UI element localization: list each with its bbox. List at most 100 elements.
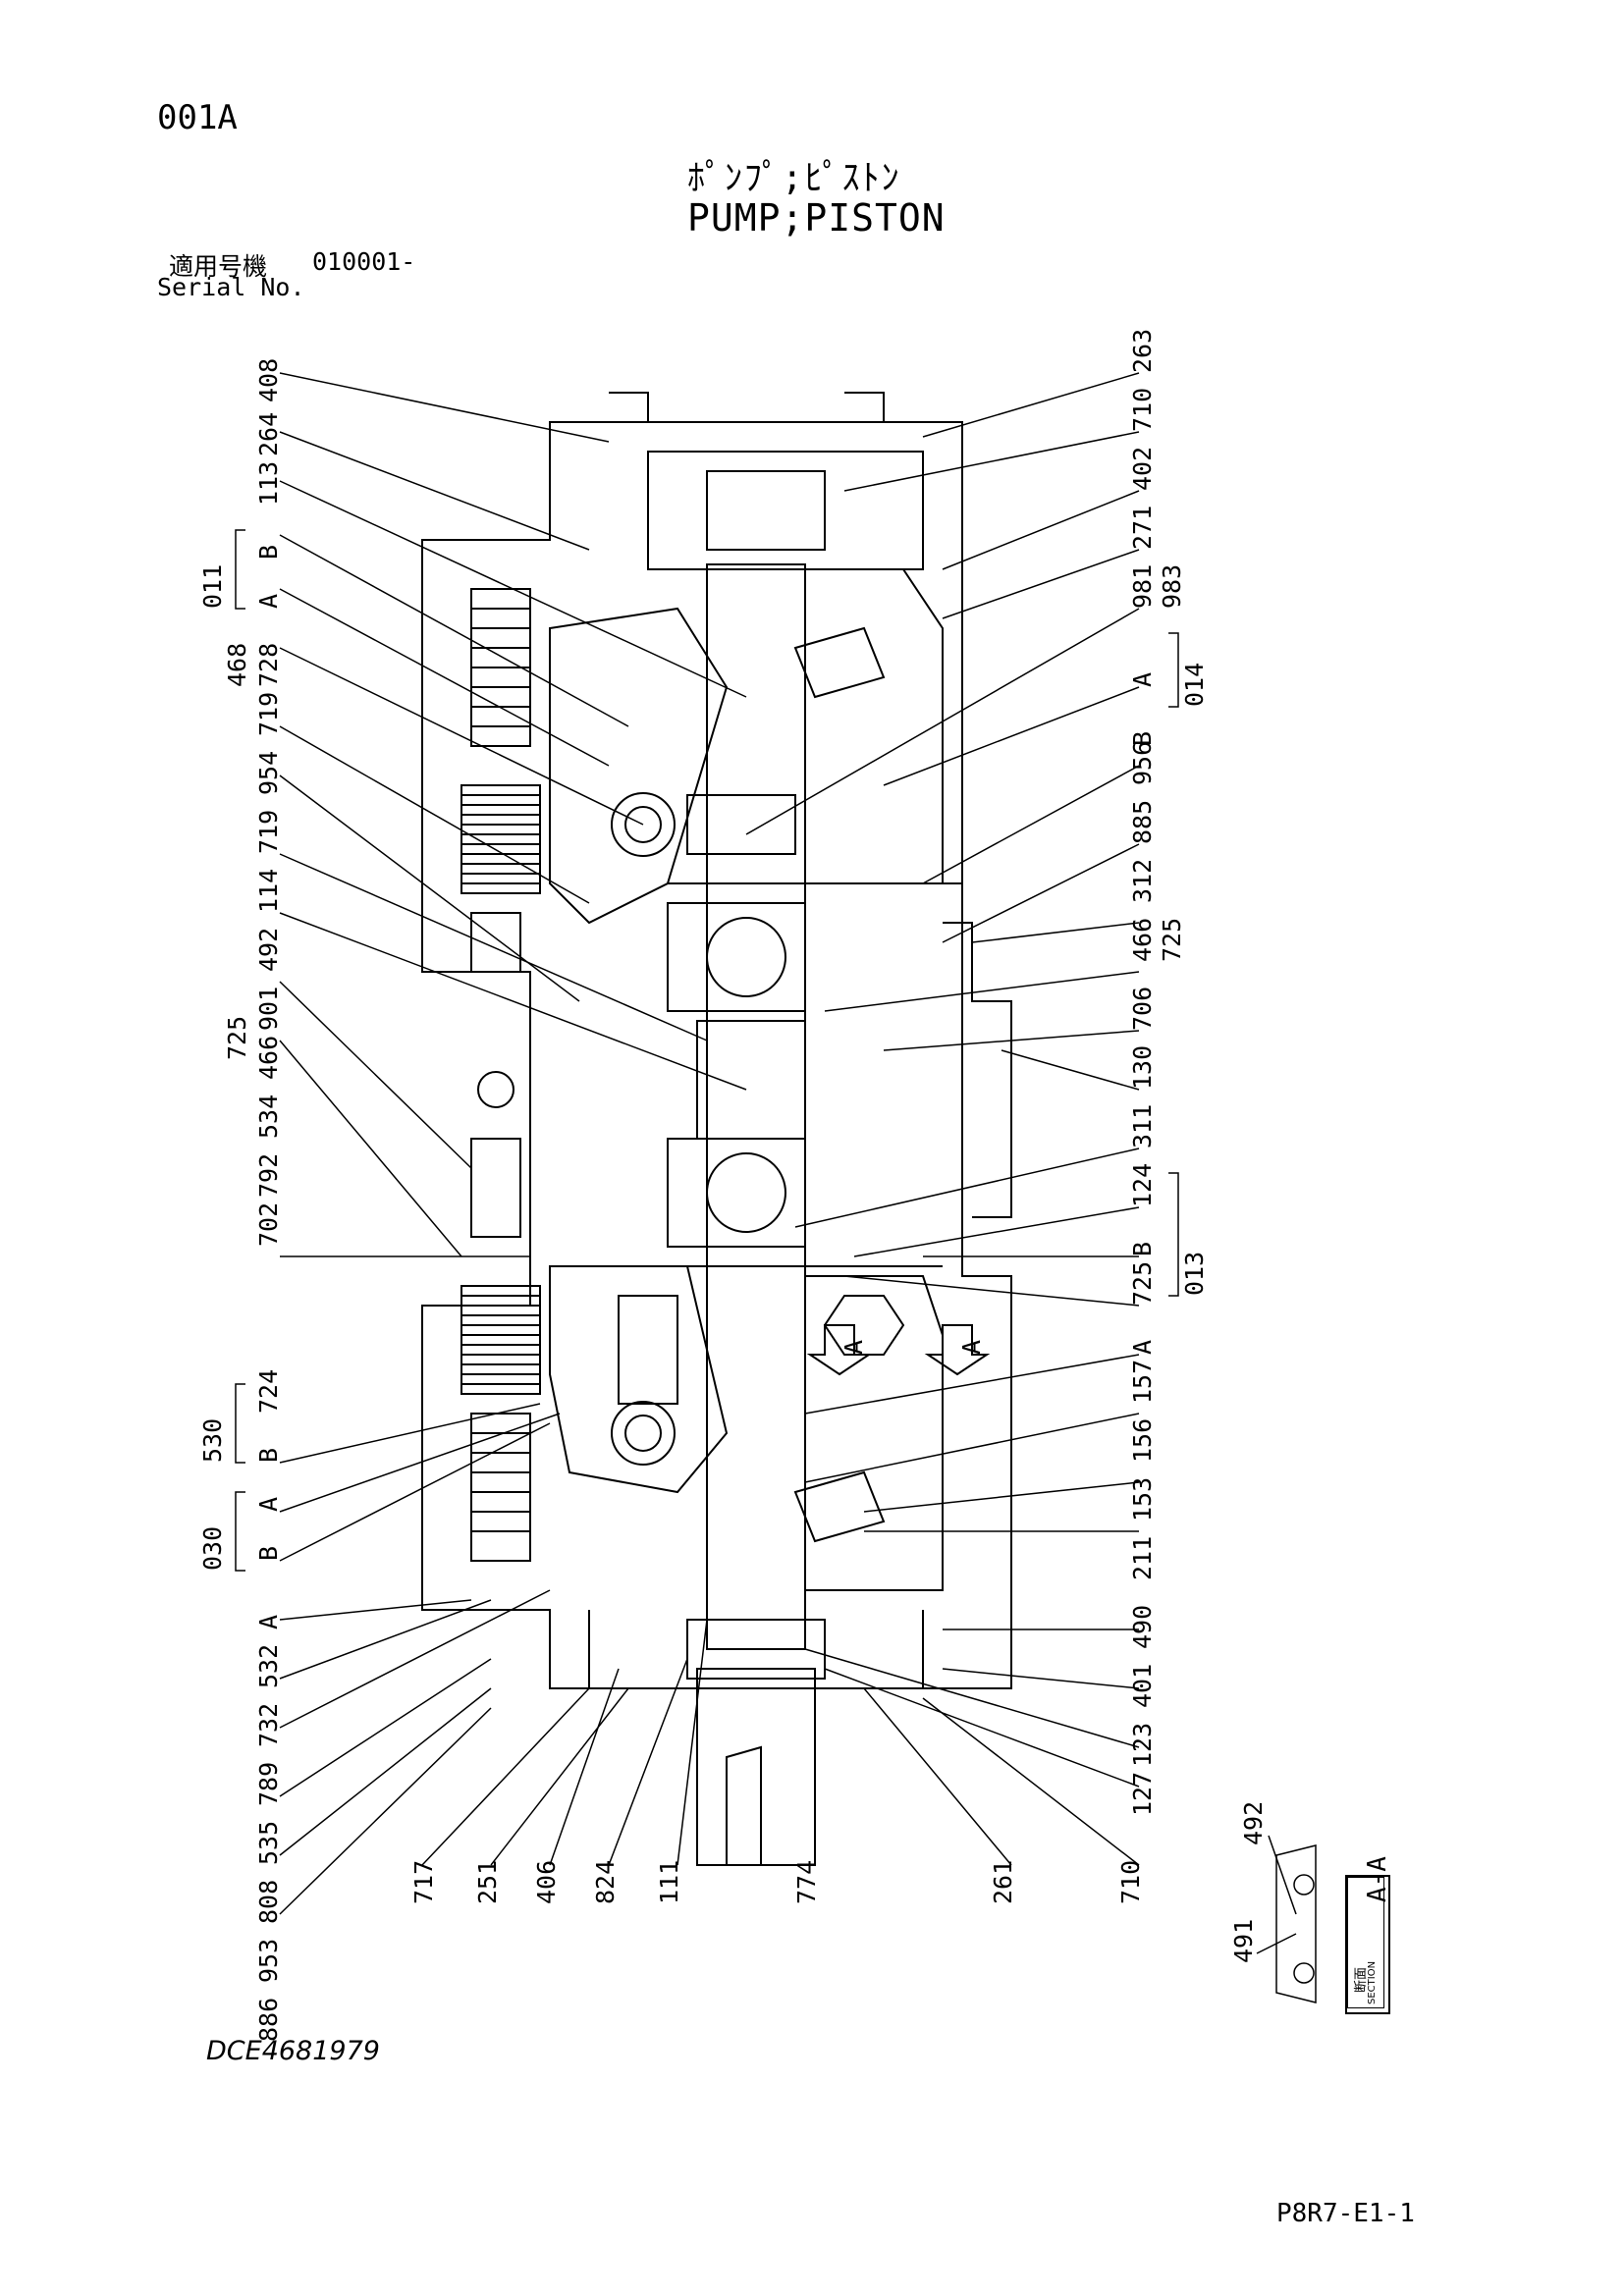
middle-block-lower: [667, 1138, 806, 1248]
middle-coupling: [696, 1020, 806, 1140]
middle-housing: [668, 882, 963, 1276]
leader-line: [279, 480, 747, 698]
middle-bearing-upper: [706, 917, 786, 997]
part-number-label: 774: [792, 1860, 821, 1904]
upper-piston-box: [686, 794, 796, 855]
section-part-label: 492: [1239, 1801, 1268, 1845]
leader-line: [279, 1422, 551, 1562]
leader-line: [824, 971, 1140, 1012]
part-number-label: 953: [254, 1939, 283, 1983]
leader-line: [853, 1206, 1140, 1257]
section-detail-hole-top: [1293, 1874, 1315, 1896]
part-number-label: 981: [1128, 564, 1157, 609]
part-number-label: 261: [989, 1860, 1017, 1904]
lower-piston-box: [618, 1295, 678, 1405]
angled-valve-upper: [793, 626, 886, 699]
group-label: 013: [1180, 1252, 1209, 1296]
leader-line: [922, 1697, 1140, 1866]
part-number-label: 113: [254, 461, 283, 506]
part-number-label: 886: [254, 1998, 283, 2042]
leader-line: [279, 774, 580, 1002]
lower-bearing-inner: [624, 1415, 662, 1452]
bracket-030: [235, 1491, 245, 1572]
leader-line: [942, 1668, 1140, 1689]
top-block: [647, 451, 924, 570]
part-number-label: A: [254, 594, 283, 609]
part-number-label: 466: [1128, 918, 1157, 962]
leader-line: [279, 1403, 541, 1464]
part-number-label: 408: [254, 358, 283, 402]
leader-line: [549, 1668, 620, 1866]
section-marker-label: A: [839, 1340, 868, 1355]
leader-line: [279, 725, 590, 904]
part-number-label: 789: [254, 1762, 283, 1806]
part-number-label: 719: [254, 692, 283, 736]
part-number-label: 401: [1128, 1664, 1157, 1708]
leader-line: [279, 588, 610, 767]
part-number-label: 492: [254, 928, 283, 972]
housing-outline: [421, 421, 1012, 1689]
leader-line: [804, 1413, 1140, 1483]
part-number-label: 468: [223, 643, 251, 687]
part-number-label: 114: [254, 869, 283, 913]
page-code: 001A: [157, 98, 238, 137]
lower-left-spline: [470, 1413, 531, 1562]
bracket-011: [235, 529, 245, 610]
part-number-label: A: [1128, 672, 1157, 687]
part-number-label: 717: [409, 1860, 438, 1904]
leader-line: [279, 912, 747, 1091]
left-pinion-lower: [470, 1138, 521, 1238]
section-detail-outline: [1275, 1844, 1317, 2003]
leader-line: [843, 1275, 1140, 1307]
section-arrow-1: [806, 1324, 873, 1376]
section-markers: [806, 1324, 991, 1376]
title-english: PUMP;PISTON: [687, 196, 946, 240]
middle-bearing-lower: [706, 1152, 786, 1233]
leader-line: [421, 1687, 590, 1866]
group-label: 530: [198, 1418, 227, 1463]
section-label: A-A: [1363, 1856, 1392, 1902]
shaft-key: [726, 1745, 762, 1866]
part-number-label: A: [254, 1497, 283, 1512]
part-number-label: A: [1128, 1340, 1157, 1355]
bracket-530: [235, 1383, 245, 1464]
sheet-number: P8R7-E1-1: [1276, 2199, 1415, 2228]
leader-line: [804, 1354, 1140, 1415]
leader-line: [883, 686, 1140, 786]
part-number-label: 901: [254, 987, 283, 1031]
section-label-inner: [1347, 1877, 1384, 2008]
leader-line: [971, 922, 1140, 943]
section-detail: [1256, 1835, 1317, 2003]
group-label: 011: [198, 564, 227, 609]
part-number-label: 710: [1128, 388, 1157, 432]
serial-label-japanese: 適用号機: [169, 252, 268, 281]
leader-line: [804, 1648, 1140, 1748]
leader-line: [942, 843, 1140, 943]
leader-line: [608, 1658, 688, 1866]
part-number-label: 725: [1128, 1261, 1157, 1306]
part-number-label: B: [254, 545, 283, 560]
part-number-label: 710: [1116, 1860, 1145, 1904]
group-label: 030: [198, 1526, 227, 1571]
section-label-en: SECTION: [1367, 1960, 1378, 2004]
upper-spline-teeth: [471, 608, 530, 727]
part-number-label: 725: [1158, 918, 1186, 962]
part-number-label: 406: [532, 1860, 561, 1904]
part-number-label: 311: [1128, 1104, 1157, 1148]
leader-line: [863, 1687, 1012, 1866]
serial-value: 010001-: [312, 247, 416, 276]
part-number-label: 153: [1128, 1477, 1157, 1522]
leader-line: [794, 1148, 1140, 1228]
leader-line: [490, 1687, 629, 1866]
part-number-label: 535: [254, 1821, 283, 1865]
part-number-label: 111: [655, 1860, 683, 1904]
bottom-seal: [686, 1619, 826, 1680]
part-number-label: 719: [254, 810, 283, 854]
top-cover: [609, 392, 885, 422]
part-number-label: 983: [1158, 564, 1186, 609]
part-number-label: 725: [223, 1016, 251, 1060]
middle-block-upper: [667, 902, 806, 1012]
angled-valve: [793, 1470, 886, 1543]
part-number-label: B: [1128, 731, 1157, 746]
